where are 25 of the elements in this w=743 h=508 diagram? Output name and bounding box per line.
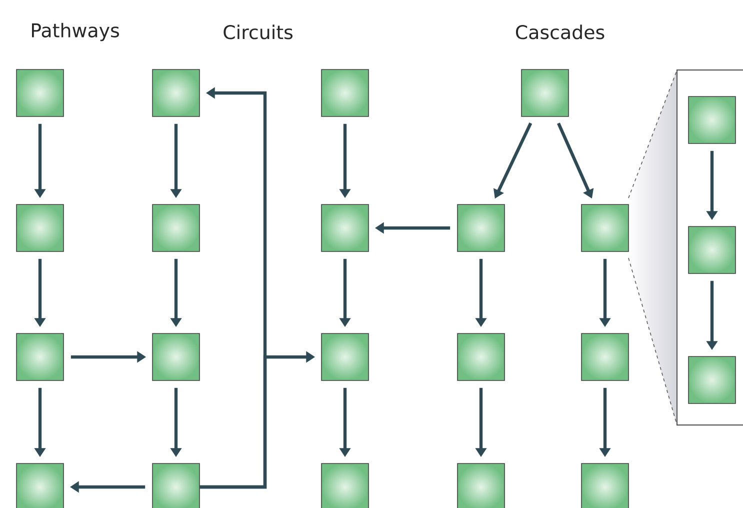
gene-box — [16, 463, 64, 508]
gene-box — [321, 69, 369, 117]
gene-box — [321, 463, 369, 508]
column-heading: Cascades — [516, 24, 604, 40]
gene-box — [581, 463, 629, 508]
gene-box — [688, 356, 736, 404]
gene-box — [152, 463, 200, 508]
gene-box — [16, 333, 64, 381]
gene-box — [16, 204, 64, 252]
gene-box — [457, 463, 505, 508]
gene-box — [152, 333, 200, 381]
gene-box — [457, 204, 505, 252]
gene-box — [581, 333, 629, 381]
gene-box — [152, 69, 200, 117]
gene-box — [688, 226, 736, 274]
gene-box — [152, 204, 200, 252]
gene-box — [16, 69, 64, 117]
gene-box — [581, 204, 629, 252]
column-heading: Circuits — [224, 24, 292, 40]
gene-box — [688, 96, 736, 144]
column-heading: Pathways — [32, 22, 119, 42]
gene-box — [321, 333, 369, 381]
gene-box — [321, 204, 369, 252]
gene-box — [521, 69, 569, 117]
gene-box — [457, 333, 505, 381]
